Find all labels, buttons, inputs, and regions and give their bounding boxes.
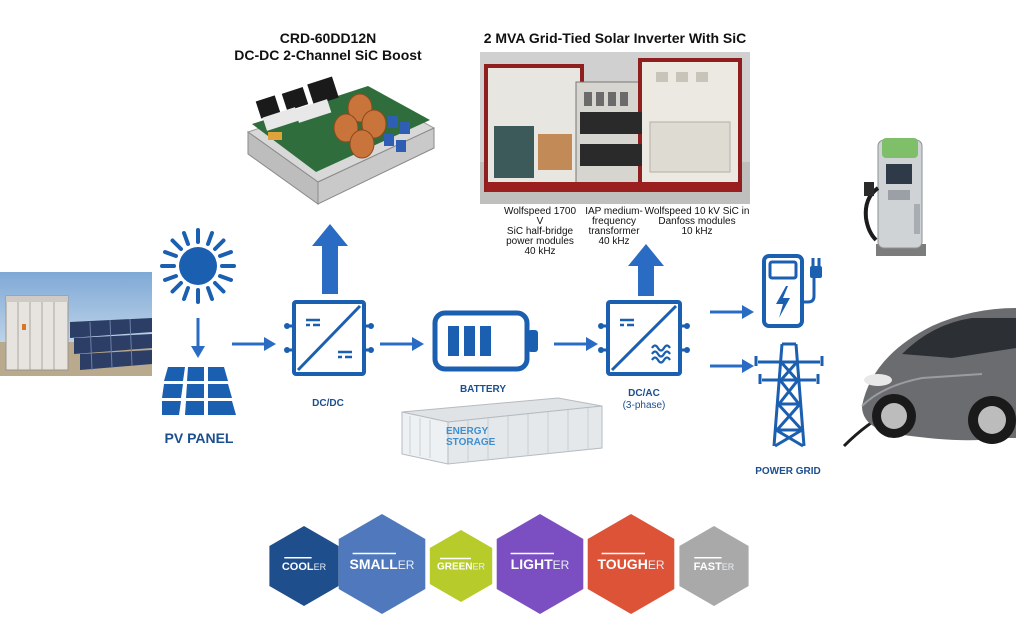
boost-title: CRD-60DD12N DC-DC 2-Channel SiC Boost — [218, 30, 438, 64]
boost-title-line1: CRD-60DD12N — [279, 30, 377, 46]
benefit-label-suffix: ER — [473, 562, 486, 572]
energy-storage-container — [398, 396, 604, 466]
benefit-label: LIGHTER — [511, 556, 570, 572]
caption-module1-line: 40 kHz — [524, 246, 556, 257]
benefit-label: SMALLER — [350, 556, 415, 572]
caption-module2: Wolfspeed 10 kV SiC in Danfoss modules 1… — [644, 207, 750, 237]
arrow-dcac-up — [628, 244, 664, 296]
benefit-label-suffix: ER — [398, 558, 415, 572]
battery-icon — [432, 310, 542, 372]
benefit-label-suffix: ER — [314, 562, 327, 572]
arrow-dcdc-up — [312, 224, 348, 294]
caption-transformer-line: transformer — [588, 226, 640, 237]
energy-storage-line1: ENERGY — [446, 426, 489, 437]
benefit-label-bold: TOUGH — [598, 556, 648, 572]
grid-inverter-photo — [480, 52, 750, 204]
benefit-hexagon: COOLER — [269, 526, 339, 606]
benefit-label: FASTER — [694, 561, 735, 573]
benefit-label: TOUGHER — [598, 556, 665, 572]
benefit-label-suffix: ER — [722, 562, 735, 572]
benefit-hexagon-shape — [429, 530, 493, 602]
caption-module1-line: SiC half-bridge — [506, 226, 574, 237]
caption-module2-line: Danfoss modules — [658, 216, 736, 227]
caption-transformer-line: frequency — [592, 216, 636, 227]
ev-charger-icon — [760, 252, 836, 330]
sic-boost-board-photo — [238, 72, 438, 206]
arrow-sun-to-panel — [190, 318, 206, 358]
dcdc-converter-icon — [284, 296, 374, 382]
boost-title-line2: DC-DC 2-Channel SiC Boost — [234, 47, 422, 63]
caption-module1-line: Wolfspeed 1700 V — [503, 206, 577, 227]
arrow-dcac-to-grid — [710, 358, 754, 374]
energy-storage-line2: STORAGE — [446, 437, 496, 448]
benefit-hexagon-shape — [338, 514, 426, 614]
electric-car-photo — [842, 296, 1016, 462]
caption-module1-line: power modules — [506, 236, 574, 247]
benefit-hexagon: FASTER — [679, 526, 749, 606]
arrow-pv-to-dcdc — [232, 336, 276, 352]
benefit-label: GREENER — [437, 562, 486, 573]
benefit-hexagon: GREENER — [429, 530, 493, 602]
benefit-label-suffix: ER — [553, 558, 570, 572]
benefit-hexagon-shape — [587, 514, 675, 614]
benefit-hexagon-shape — [269, 526, 339, 606]
benefit-label-bold: LIGHT — [511, 556, 553, 572]
benefit-label-suffix: ER — [648, 558, 665, 572]
benefit-label: COOLER — [282, 561, 327, 573]
dcac-label-main: DC/AC — [628, 388, 660, 399]
caption-module2-line: 10 kHz — [681, 226, 713, 237]
sun-icon — [160, 228, 236, 304]
benefit-hexagon: LIGHTER — [496, 514, 584, 614]
pv-panel-icon — [162, 367, 236, 417]
benefit-label-bold: SMALL — [350, 556, 399, 572]
arrow-battery-to-dcac — [554, 336, 598, 352]
charging-station-photo — [846, 134, 934, 258]
dcac-label-sub: (3-phase) — [622, 400, 666, 411]
dcac-label: DC/AC (3-phase) — [606, 388, 682, 412]
power-grid-label: POWER GRID — [755, 466, 821, 477]
caption-transformer: IAP medium- frequency transformer 40 kHz — [578, 207, 650, 247]
power-tower-icon — [752, 340, 826, 450]
caption-module1: Wolfspeed 1700 V SiC half-bridge power m… — [500, 207, 580, 257]
benefit-hexagon-shape — [679, 526, 749, 606]
caption-transformer-line: IAP medium- — [585, 206, 643, 217]
benefit-hexagon: TOUGHER — [587, 514, 675, 614]
dcdc-label: DC/DC — [312, 398, 344, 409]
benefit-label-bold: GREEN — [437, 562, 473, 573]
caption-transformer-line: 40 kHz — [598, 236, 630, 247]
arrow-dcac-to-charger — [710, 304, 754, 320]
solar-farm-photo — [0, 272, 152, 376]
benefit-hexagon-shape — [496, 514, 584, 614]
benefit-hexagon: SMALLER — [338, 514, 426, 614]
benefit-label-bold: COOL — [282, 561, 314, 573]
pv-panel-label: PV PANEL — [164, 430, 234, 446]
arrow-dcdc-to-battery — [380, 336, 424, 352]
inverter-title: 2 MVA Grid-Tied Solar Inverter With SiC — [483, 30, 747, 46]
caption-module2-line: Wolfspeed 10 kV SiC in — [644, 206, 750, 217]
benefit-label-bold: FAST — [694, 561, 722, 573]
dcac-inverter-icon — [598, 296, 690, 382]
energy-storage-text: ENERGY STORAGE — [446, 426, 506, 448]
battery-label: BATTERY — [459, 384, 507, 395]
